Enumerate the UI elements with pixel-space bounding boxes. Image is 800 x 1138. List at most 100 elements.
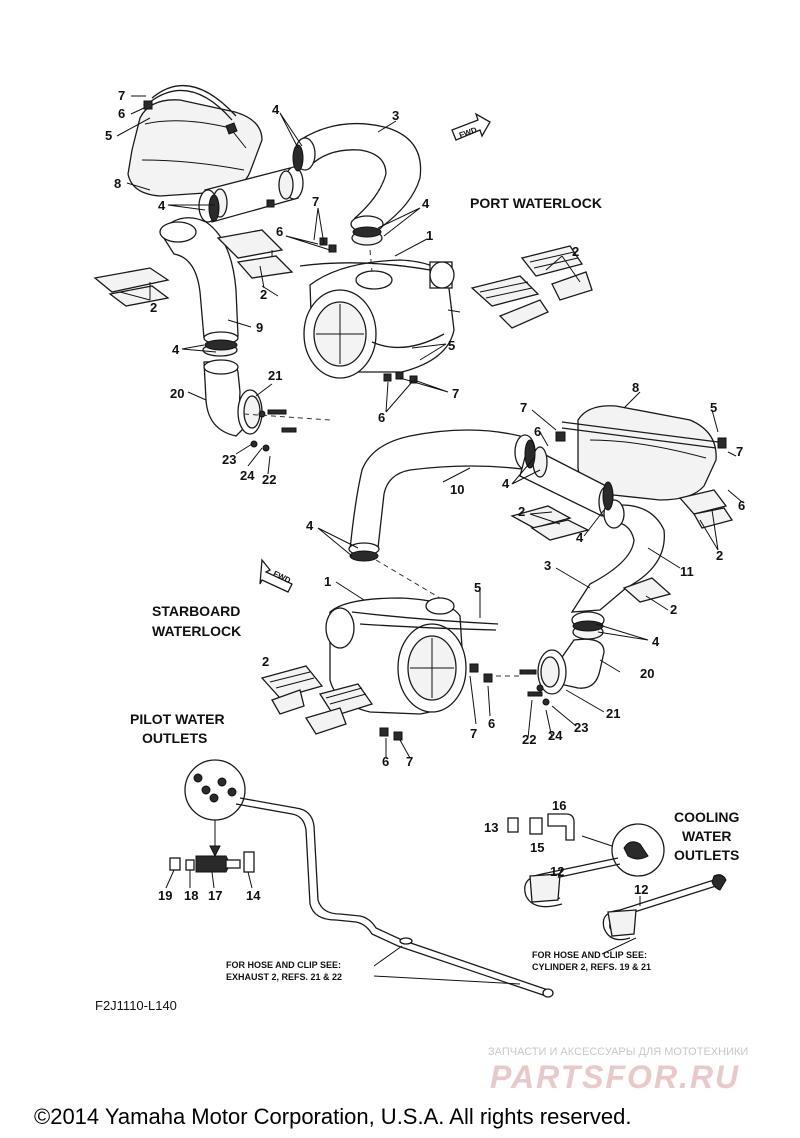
- strap-5c: [561, 421, 719, 443]
- part-19: [169, 857, 181, 871]
- callout: 4: [272, 102, 280, 117]
- callout: 16: [552, 798, 566, 813]
- callout: 4: [306, 518, 314, 533]
- starboard-leaders: [317, 391, 743, 759]
- callout: 19: [158, 888, 172, 903]
- waterlock-cover: [127, 99, 263, 197]
- callout: 5: [105, 128, 112, 143]
- waterlock-canister-1b: [325, 597, 499, 715]
- note-cylinder-2: CYLINDER 2, REFS. 19 & 21: [532, 962, 651, 972]
- strap-5d: [351, 611, 499, 625]
- fwd-arrow-port: FWD: [451, 112, 491, 141]
- watermark-line2: PARTSFOR.RU: [490, 1059, 740, 1095]
- callout: 9: [256, 320, 263, 335]
- callout: 21: [268, 368, 282, 383]
- part-13: [507, 817, 519, 833]
- title-starboard-1: STARBOARD: [152, 603, 240, 619]
- title-cooling-3: OUTLETS: [674, 847, 739, 863]
- port-assembly: [93, 84, 593, 452]
- callout: 2: [518, 504, 525, 519]
- part-17: [195, 855, 231, 873]
- callout: 22: [262, 472, 276, 487]
- callout: 24: [240, 468, 255, 483]
- callout: 4: [172, 342, 180, 357]
- callout: 2: [572, 244, 579, 259]
- callout: 5: [448, 338, 455, 353]
- pad-2f: [622, 577, 672, 603]
- note-cylinder-1: FOR HOSE AND CLIP SEE:: [532, 950, 647, 960]
- callout: 12: [634, 882, 648, 897]
- pad-2b: [216, 229, 284, 259]
- part-15: [529, 817, 543, 835]
- callout: 23: [222, 452, 236, 467]
- callout: 6: [534, 424, 541, 439]
- note-exhaust-2: EXHAUST 2, REFS. 21 & 22: [226, 972, 342, 982]
- callout: 4: [502, 476, 510, 491]
- pad-2a: [93, 267, 170, 293]
- callout: 13: [484, 820, 498, 835]
- copyright: ©2014 Yamaha Motor Corporation, U.S.A. A…: [34, 1104, 631, 1129]
- strap: [149, 89, 233, 121]
- callout: 15: [530, 840, 544, 855]
- callout: 11: [680, 564, 694, 579]
- callout: 24: [548, 728, 563, 743]
- cooling-outlets: [507, 813, 727, 941]
- callout: 7: [118, 88, 125, 103]
- part-16: [547, 813, 575, 841]
- callout: 8: [114, 176, 121, 191]
- callout: 7: [452, 386, 459, 401]
- pad-2g: [260, 665, 324, 699]
- callout: 3: [544, 558, 551, 573]
- callout: 10: [450, 482, 464, 497]
- title-cooling-2: WATER: [682, 828, 732, 844]
- callout: 2: [716, 548, 723, 563]
- callout: 7: [736, 444, 743, 459]
- pad-2d: [510, 505, 572, 529]
- callout: 22: [522, 732, 536, 747]
- outlet-elbow-20b: [559, 638, 605, 689]
- long-hose-10: [349, 429, 531, 551]
- callout: 2: [670, 602, 677, 617]
- elbow-hose-11: [570, 504, 665, 613]
- callout: 3: [392, 108, 399, 123]
- callout: 7: [406, 754, 413, 769]
- callout: 6: [118, 106, 125, 121]
- waterlock-canister-1a: [299, 259, 455, 379]
- pilot-hose: [239, 797, 549, 991]
- callout: 14: [246, 888, 261, 903]
- title-port: PORT WATERLOCK: [470, 195, 602, 211]
- pilot-outlets: [165, 759, 554, 998]
- callout: 6: [382, 754, 389, 769]
- pad-2c: [470, 275, 540, 307]
- callout: 5: [710, 400, 717, 415]
- callouts: 7 6 5 8 4 3 4 7 6 4 1 2 2 2 9 4 5 7 6 20…: [105, 88, 745, 903]
- callout: 1: [426, 228, 433, 243]
- callout: 4: [576, 530, 584, 545]
- callout: 4: [158, 198, 166, 213]
- title-starboard-2: WATERLOCK: [152, 623, 241, 639]
- callout: 1: [324, 574, 331, 589]
- title-cooling-1: COOLING: [674, 809, 739, 825]
- callout: 4: [422, 196, 430, 211]
- watermark-line1: ЗАПЧАСТИ И АКСЕССУАРЫ ДЛЯ МОТОТЕХНИКИ: [488, 1046, 748, 1058]
- callout: 12: [550, 864, 564, 879]
- starboard-assembly: [260, 405, 734, 741]
- callout: 18: [184, 888, 198, 903]
- callout: 8: [632, 380, 639, 395]
- title-pilot-2: OUTLETS: [142, 730, 207, 746]
- callout: 2: [150, 300, 157, 315]
- callout: 6: [378, 410, 385, 425]
- callout: 6: [276, 224, 283, 239]
- part-18: [185, 859, 195, 871]
- elbow-hose-3: [299, 122, 422, 229]
- callout: 4: [652, 634, 660, 649]
- title-pilot-1: PILOT WATER: [130, 711, 225, 727]
- part-14: [243, 851, 255, 873]
- callout: 21: [606, 706, 620, 721]
- callout: 7: [520, 400, 527, 415]
- callout: 6: [488, 716, 495, 731]
- callout: 20: [170, 386, 184, 401]
- callout: 7: [470, 726, 477, 741]
- callout: 2: [262, 654, 269, 669]
